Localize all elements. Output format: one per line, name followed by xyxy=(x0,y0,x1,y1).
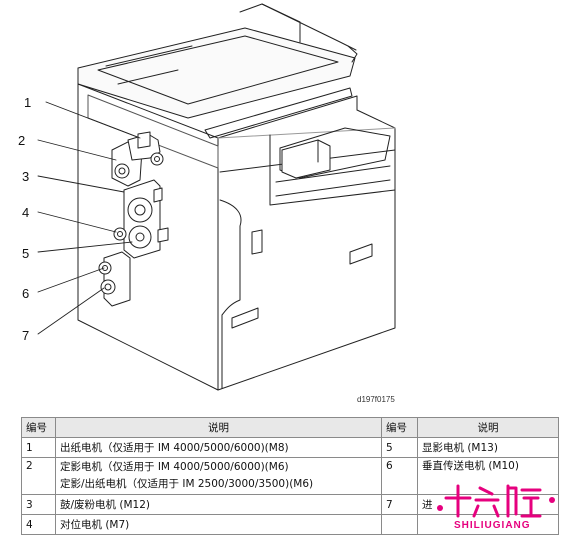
row-desc: 显影电机 (M13) xyxy=(417,437,559,458)
motor-bracket-lower xyxy=(98,251,131,307)
callout-2: 2 xyxy=(18,133,26,148)
table-row: 3 鼓/废粉电机 (M12) 7 进 xyxy=(21,494,559,515)
row-no: 4 xyxy=(21,514,56,535)
row-desc: 定影电机（仅适用于 IM 4000/5000/6000)(M6) 定影/出纸电机… xyxy=(55,457,382,495)
row-no xyxy=(381,514,418,535)
parts-table: 编号 说明 编号 说明 1 出纸电机（仅适用于 IM 4000/5000/600… xyxy=(21,417,559,535)
copier-body xyxy=(77,83,396,391)
motor-bracket-middle xyxy=(113,179,169,259)
callout-6: 6 xyxy=(22,286,30,301)
copier-diagram xyxy=(37,3,396,391)
table-row: 1 出纸电机（仅适用于 IM 4000/5000/6000)(M8) 5 显影电… xyxy=(21,437,559,458)
header-no-left: 编号 xyxy=(21,417,56,438)
row-no: 7 xyxy=(381,494,418,515)
row-no: 5 xyxy=(381,437,418,458)
watermark-subtext: SHILIUGIANG xyxy=(454,520,531,531)
motor-bracket-upper xyxy=(111,131,164,187)
header-no-right: 编号 xyxy=(381,417,418,438)
callout-3: 3 xyxy=(22,169,30,184)
row-no: 1 xyxy=(21,437,56,458)
table-row: 4 对位电机 (M7) xyxy=(21,514,559,535)
row-desc: 出纸电机（仅适用于 IM 4000/5000/6000)(M8) xyxy=(55,437,382,458)
document-feeder-cover xyxy=(77,3,358,139)
row-desc-line: 定影/出纸电机（仅适用于 IM 2500/3000/3500)(M6) xyxy=(60,478,314,490)
callout-1: 1 xyxy=(24,95,32,110)
callout-4: 4 xyxy=(22,205,30,220)
row-desc xyxy=(417,514,559,535)
leader-lines xyxy=(37,101,141,335)
watermark-logo xyxy=(437,484,555,518)
callout-7: 7 xyxy=(22,328,30,343)
row-no: 3 xyxy=(21,494,56,515)
header-desc-left: 说明 xyxy=(55,417,382,438)
header-desc-right: 说明 xyxy=(417,417,559,438)
row-desc: 鼓/废粉电机 (M12) xyxy=(55,494,382,515)
callout-5: 5 xyxy=(22,246,30,261)
row-desc: 对位电机 (M7) xyxy=(55,514,382,535)
figure-id: d197f0175 xyxy=(357,395,395,404)
row-no: 6 xyxy=(381,457,418,495)
table-header-row: 编号 说明 编号 说明 xyxy=(21,417,559,438)
row-desc-line: 定影电机（仅适用于 IM 4000/5000/6000)(M6) xyxy=(60,461,289,473)
row-no: 2 xyxy=(21,457,56,495)
